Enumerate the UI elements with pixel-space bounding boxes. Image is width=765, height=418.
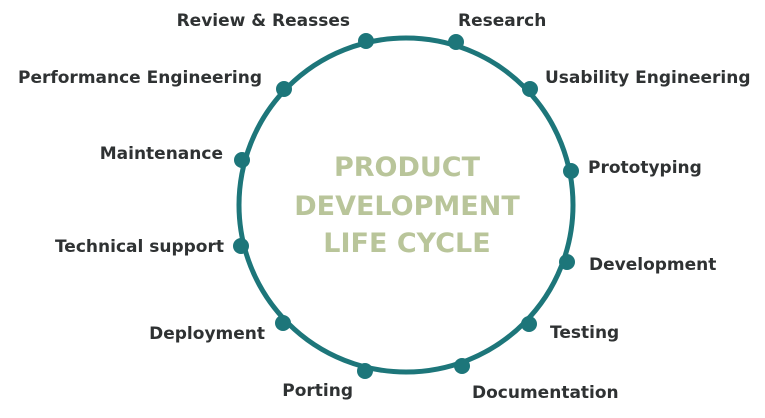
stage-label-research: Research <box>458 11 546 31</box>
stage-labels: Research Usability Engineering Prototypi… <box>18 11 751 403</box>
title-line-1: PRODUCT <box>334 152 481 183</box>
stage-label-documentation: Documentation <box>472 383 619 403</box>
title-line-3: LIFE CYCLE <box>323 228 490 259</box>
stage-label-performance-engineering: Performance Engineering <box>18 68 262 88</box>
stage-node-technical-support <box>233 238 249 254</box>
stage-label-porting: Porting <box>282 381 353 401</box>
stage-node-usability-engineering <box>522 81 538 97</box>
stage-label-prototyping: Prototyping <box>588 158 702 178</box>
title-line-2: DEVELOPMENT <box>294 191 520 222</box>
stage-node-review-reasses <box>358 33 374 49</box>
stage-label-deployment: Deployment <box>149 324 265 344</box>
stage-node-porting <box>357 363 373 379</box>
stage-label-maintenance: Maintenance <box>100 144 223 164</box>
stage-label-technical-support: Technical support <box>55 237 224 257</box>
stage-label-testing: Testing <box>550 323 619 343</box>
stage-nodes <box>233 33 579 379</box>
stage-node-maintenance <box>234 152 250 168</box>
stage-node-deployment <box>275 315 291 331</box>
stage-node-testing <box>521 316 537 332</box>
center-title: PRODUCT DEVELOPMENT LIFE CYCLE <box>294 152 520 259</box>
stage-node-research <box>448 34 464 50</box>
stage-node-prototyping <box>563 163 579 179</box>
stage-node-documentation <box>454 358 470 374</box>
stage-node-development <box>559 254 575 270</box>
lifecycle-ring <box>236 35 576 375</box>
stage-node-performance-engineering <box>276 81 292 97</box>
stage-label-review-reasses: Review & Reasses <box>177 11 350 31</box>
stage-label-usability-engineering: Usability Engineering <box>545 68 751 88</box>
stage-label-development: Development <box>589 255 716 275</box>
